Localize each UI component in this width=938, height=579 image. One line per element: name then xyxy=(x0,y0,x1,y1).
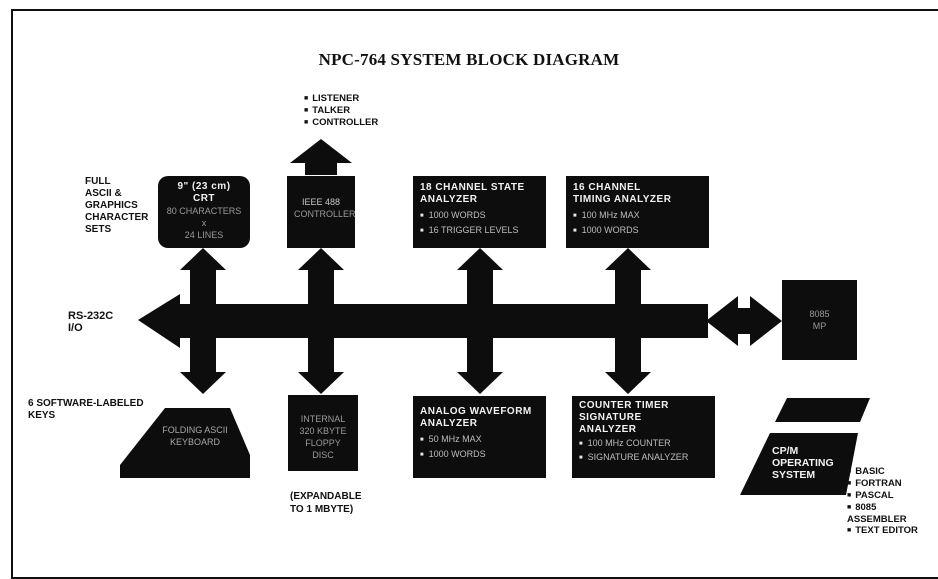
spec-item: 1000 WORDS xyxy=(420,209,539,224)
role-item: TALKER xyxy=(304,105,378,117)
counter-timer-block: COUNTER TIMER SIGNATURE ANALYZER 100 MHz… xyxy=(572,396,715,478)
language-item: BASIC xyxy=(847,466,935,478)
language-item: 8085 ASSEMBLER xyxy=(847,502,935,525)
system-bus-arrow xyxy=(138,294,708,348)
spec-item: 100 MHz COUNTER xyxy=(579,437,708,451)
language-item: TEXT EDITOR xyxy=(847,525,935,537)
analog-bus-arrow xyxy=(457,338,503,394)
ieee-up-arrow xyxy=(290,139,352,175)
crt-block: 9" (23 cm) CRT 80 CHARACTERS x 24 LINES xyxy=(158,176,250,248)
counter-bus-arrow xyxy=(605,338,651,394)
crt-bus-arrow xyxy=(180,248,226,304)
spec-item: SIGNATURE ANALYZER xyxy=(579,451,708,465)
keyboard-block: FOLDING ASCII KEYBOARD xyxy=(162,425,228,447)
ieee-bus-arrow xyxy=(298,248,344,304)
spec-item: 1000 WORDS xyxy=(420,448,539,463)
diagram-title: NPC-764 SYSTEM BLOCK DIAGRAM xyxy=(318,50,620,69)
ieee-controller-block: IEEE 488 CONTROLLER xyxy=(287,176,356,248)
timing-bus-arrow xyxy=(605,248,651,304)
spec-item: 16 TRIGGER LEVELS xyxy=(420,224,539,239)
cpm-disk-bottom xyxy=(740,433,858,495)
role-item: LISTENER xyxy=(304,93,378,105)
state-analyzer-block: 18 CHANNEL STATE ANALYZER 1000 WORDS 16 … xyxy=(413,176,546,248)
keyboard-bus-arrow xyxy=(180,338,226,394)
role-item: CONTROLLER xyxy=(304,117,378,129)
mp-block: 8085 MP xyxy=(782,280,857,360)
timing-analyzer-block: 16 CHANNEL TIMING ANALYZER 100 MHz MAX 1… xyxy=(566,176,709,248)
spec-item: 50 MHz MAX xyxy=(420,433,539,448)
floppy-disc-block: INTERNAL 320 KBYTE FLOPPY DISC xyxy=(288,395,358,471)
spec-item: 1000 WORDS xyxy=(573,224,702,239)
cpm-os-block: CP/M OPERATING SYSTEM xyxy=(772,445,834,481)
analog-waveform-block: ANALOG WAVEFORM ANALYZER 50 MHz MAX 1000… xyxy=(413,396,546,478)
spec-item: 100 MHz MAX xyxy=(573,209,702,224)
languages-list: BASIC FORTRAN PASCAL 8085 ASSEMBLER TEXT… xyxy=(847,466,935,537)
keyboard-shape xyxy=(120,408,250,478)
cpm-disk-top xyxy=(775,398,870,422)
language-item: FORTRAN xyxy=(847,478,935,490)
language-item: PASCAL xyxy=(847,490,935,502)
floppy-bus-arrow xyxy=(298,338,344,394)
state-bus-arrow xyxy=(457,248,503,304)
ieee-roles-list: LISTENER TALKER CONTROLLER xyxy=(304,93,378,129)
mp-link-arrow xyxy=(706,296,782,346)
